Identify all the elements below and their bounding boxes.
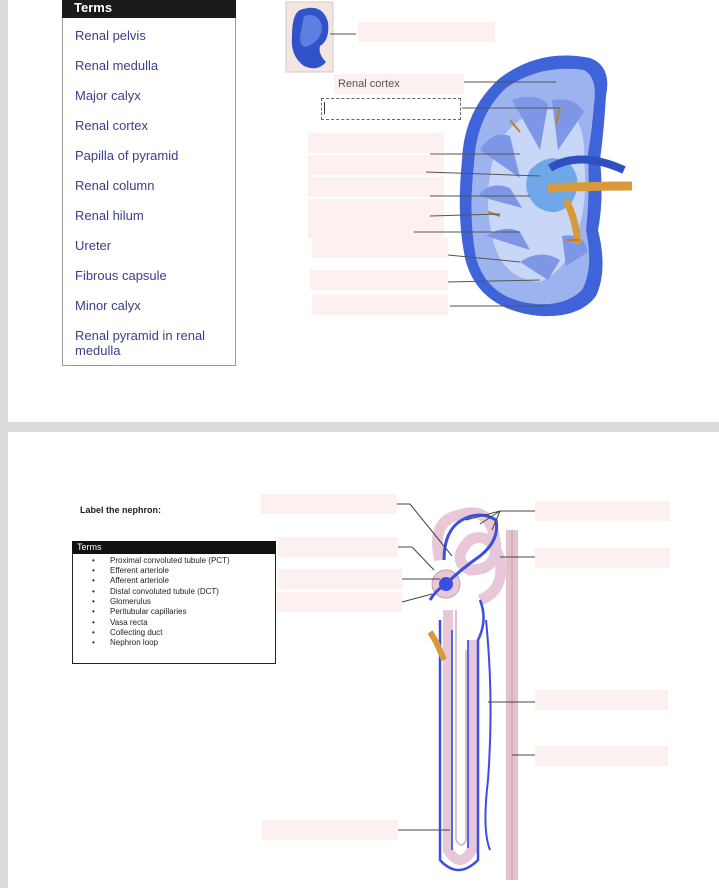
- kidney-label-input-active[interactable]: [321, 98, 461, 120]
- bullet: •: [92, 566, 95, 575]
- nephron-label-box-4[interactable]: [276, 592, 402, 612]
- term-nephron-loop[interactable]: Nephron loop: [110, 638, 159, 647]
- term-renal-pyramid[interactable]: Renal pyramid in renal medulla: [75, 328, 206, 358]
- term-fibrous-capsule[interactable]: Fibrous capsule: [75, 268, 167, 283]
- term-collecting-duct[interactable]: Collecting duct: [110, 628, 163, 637]
- kidney-label-box-7[interactable]: [308, 218, 444, 238]
- nephron-label-box-1[interactable]: [261, 494, 397, 514]
- bullet: •: [92, 628, 95, 637]
- term-dct[interactable]: Distal convoluted tubule (DCT): [110, 587, 219, 596]
- nephron-label-box-7[interactable]: [535, 548, 670, 568]
- bullet: •: [92, 556, 95, 565]
- kidney-main: [459, 55, 633, 317]
- kidney-terms-box: [62, 0, 236, 366]
- nephron-terms-header: Terms: [72, 541, 276, 554]
- nephron-label-box-8[interactable]: [535, 690, 668, 710]
- kidney-label-box-10[interactable]: [312, 295, 448, 315]
- kidney-label-box-6[interactable]: [308, 199, 444, 219]
- placed-label-renal-cortex[interactable]: Renal cortex: [338, 78, 400, 90]
- kidney-label-box-4[interactable]: [308, 155, 444, 175]
- bullet: •: [92, 576, 95, 585]
- kidney-label-box-3[interactable]: [308, 133, 444, 153]
- bullet: •: [92, 638, 95, 647]
- term-renal-medulla[interactable]: Renal medulla: [75, 58, 159, 73]
- term-renal-hilum[interactable]: Renal hilum: [75, 208, 144, 223]
- term-renal-column[interactable]: Renal column: [75, 178, 155, 193]
- kidney-illustration: [285, 1, 633, 317]
- nephron-terms-box: [72, 541, 276, 664]
- term-vasa-recta[interactable]: Vasa recta: [110, 618, 148, 627]
- term-minor-calyx[interactable]: Minor calyx: [75, 298, 141, 313]
- term-papilla-of-pyramid[interactable]: Papilla of pyramid: [75, 148, 179, 163]
- term-ureter[interactable]: Ureter: [75, 238, 112, 253]
- bullet: •: [92, 607, 95, 616]
- kidney-label-box-cortex[interactable]: [334, 74, 464, 94]
- text-caret: [324, 102, 325, 114]
- nephron-label-box-9[interactable]: [535, 746, 668, 766]
- kidney-terms-header: Terms: [62, 0, 236, 18]
- term-peritubular-capillaries[interactable]: Peritubular capillaries: [110, 607, 187, 616]
- nephron-label-box-3[interactable]: [278, 569, 402, 589]
- kidney-label-box-9[interactable]: [310, 270, 448, 290]
- bullet: •: [92, 618, 95, 627]
- nephron-label-box-5[interactable]: [262, 820, 398, 840]
- kidney-label-box-5[interactable]: [308, 177, 444, 197]
- nephron-label-box-6[interactable]: [535, 501, 670, 521]
- term-renal-cortex[interactable]: Renal cortex: [75, 118, 148, 133]
- kidney-thumbnail: [285, 1, 356, 73]
- term-glomerulus[interactable]: Glomerulus: [110, 597, 151, 606]
- term-renal-pelvis[interactable]: Renal pelvis: [75, 28, 146, 43]
- bullet: •: [92, 597, 95, 606]
- term-efferent-arteriole[interactable]: Efferent arteriole: [110, 566, 169, 575]
- kidney-label-box-8[interactable]: [312, 238, 448, 258]
- term-afferent-arteriole[interactable]: Afferent arteriole: [110, 576, 169, 585]
- term-major-calyx[interactable]: Major calyx: [75, 88, 141, 103]
- nephron-label-box-2[interactable]: [278, 537, 398, 557]
- term-pct[interactable]: Proximal convoluted tubule (PCT): [110, 556, 230, 565]
- nephron-title: Label the nephron:: [80, 505, 161, 515]
- kidney-label-box-1[interactable]: [358, 22, 495, 42]
- bullet: •: [92, 587, 95, 596]
